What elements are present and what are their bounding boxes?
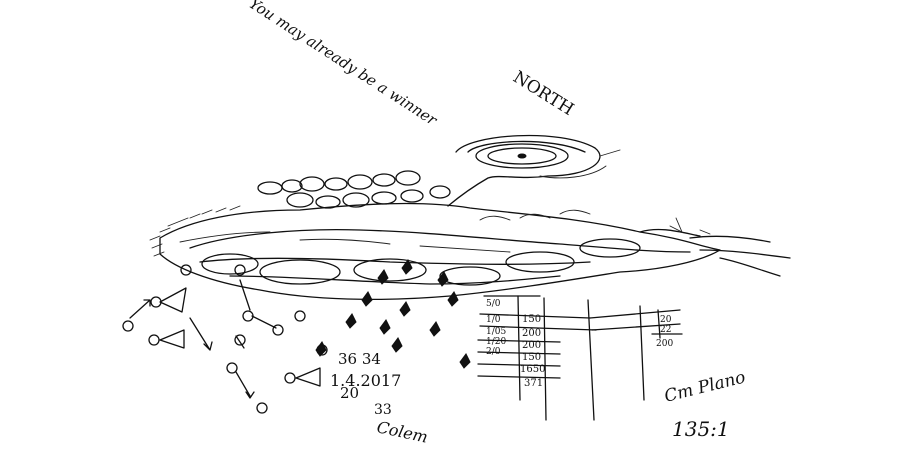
table-col3-row0: 20	[660, 315, 672, 325]
table-lines	[477, 295, 683, 421]
table-col1-row4: 2/0	[486, 347, 501, 357]
slogan-text: You may already be a winner	[246, 0, 441, 130]
table-col1-row1: 1/0	[486, 315, 501, 325]
symbol-cluster	[122, 264, 328, 414]
table-col2-row4: 1650	[520, 364, 545, 375]
table-col2-row5: 371	[524, 378, 543, 389]
numbers-text: 36 34	[338, 350, 381, 368]
table-col1-row3: 1/20	[486, 337, 506, 347]
table-col2-row2: 200	[522, 340, 541, 351]
main-mass	[149, 170, 791, 301]
date-text: 1.4.2017	[330, 371, 401, 390]
table-col2-row0: 150	[522, 314, 541, 325]
ink-marks	[315, 259, 471, 369]
signature-text: Cm Plano	[662, 367, 747, 406]
table-col3-row2: 200	[656, 339, 673, 349]
table-col1-row2: 1/05	[486, 327, 506, 337]
table-col1-row0: 5/0	[486, 299, 501, 309]
table-col2-row3: 150	[522, 352, 541, 363]
ratio-text: 135:1	[672, 417, 730, 441]
name-text: Colem	[375, 417, 429, 446]
north-label: NORTH	[509, 67, 577, 120]
table-col2-row1: 200	[522, 328, 541, 339]
north-lobe	[447, 134, 621, 207]
name-number-text: 33	[374, 402, 392, 418]
table-col3-row1: 22	[660, 325, 671, 335]
year-left-text: 20	[340, 384, 359, 402]
